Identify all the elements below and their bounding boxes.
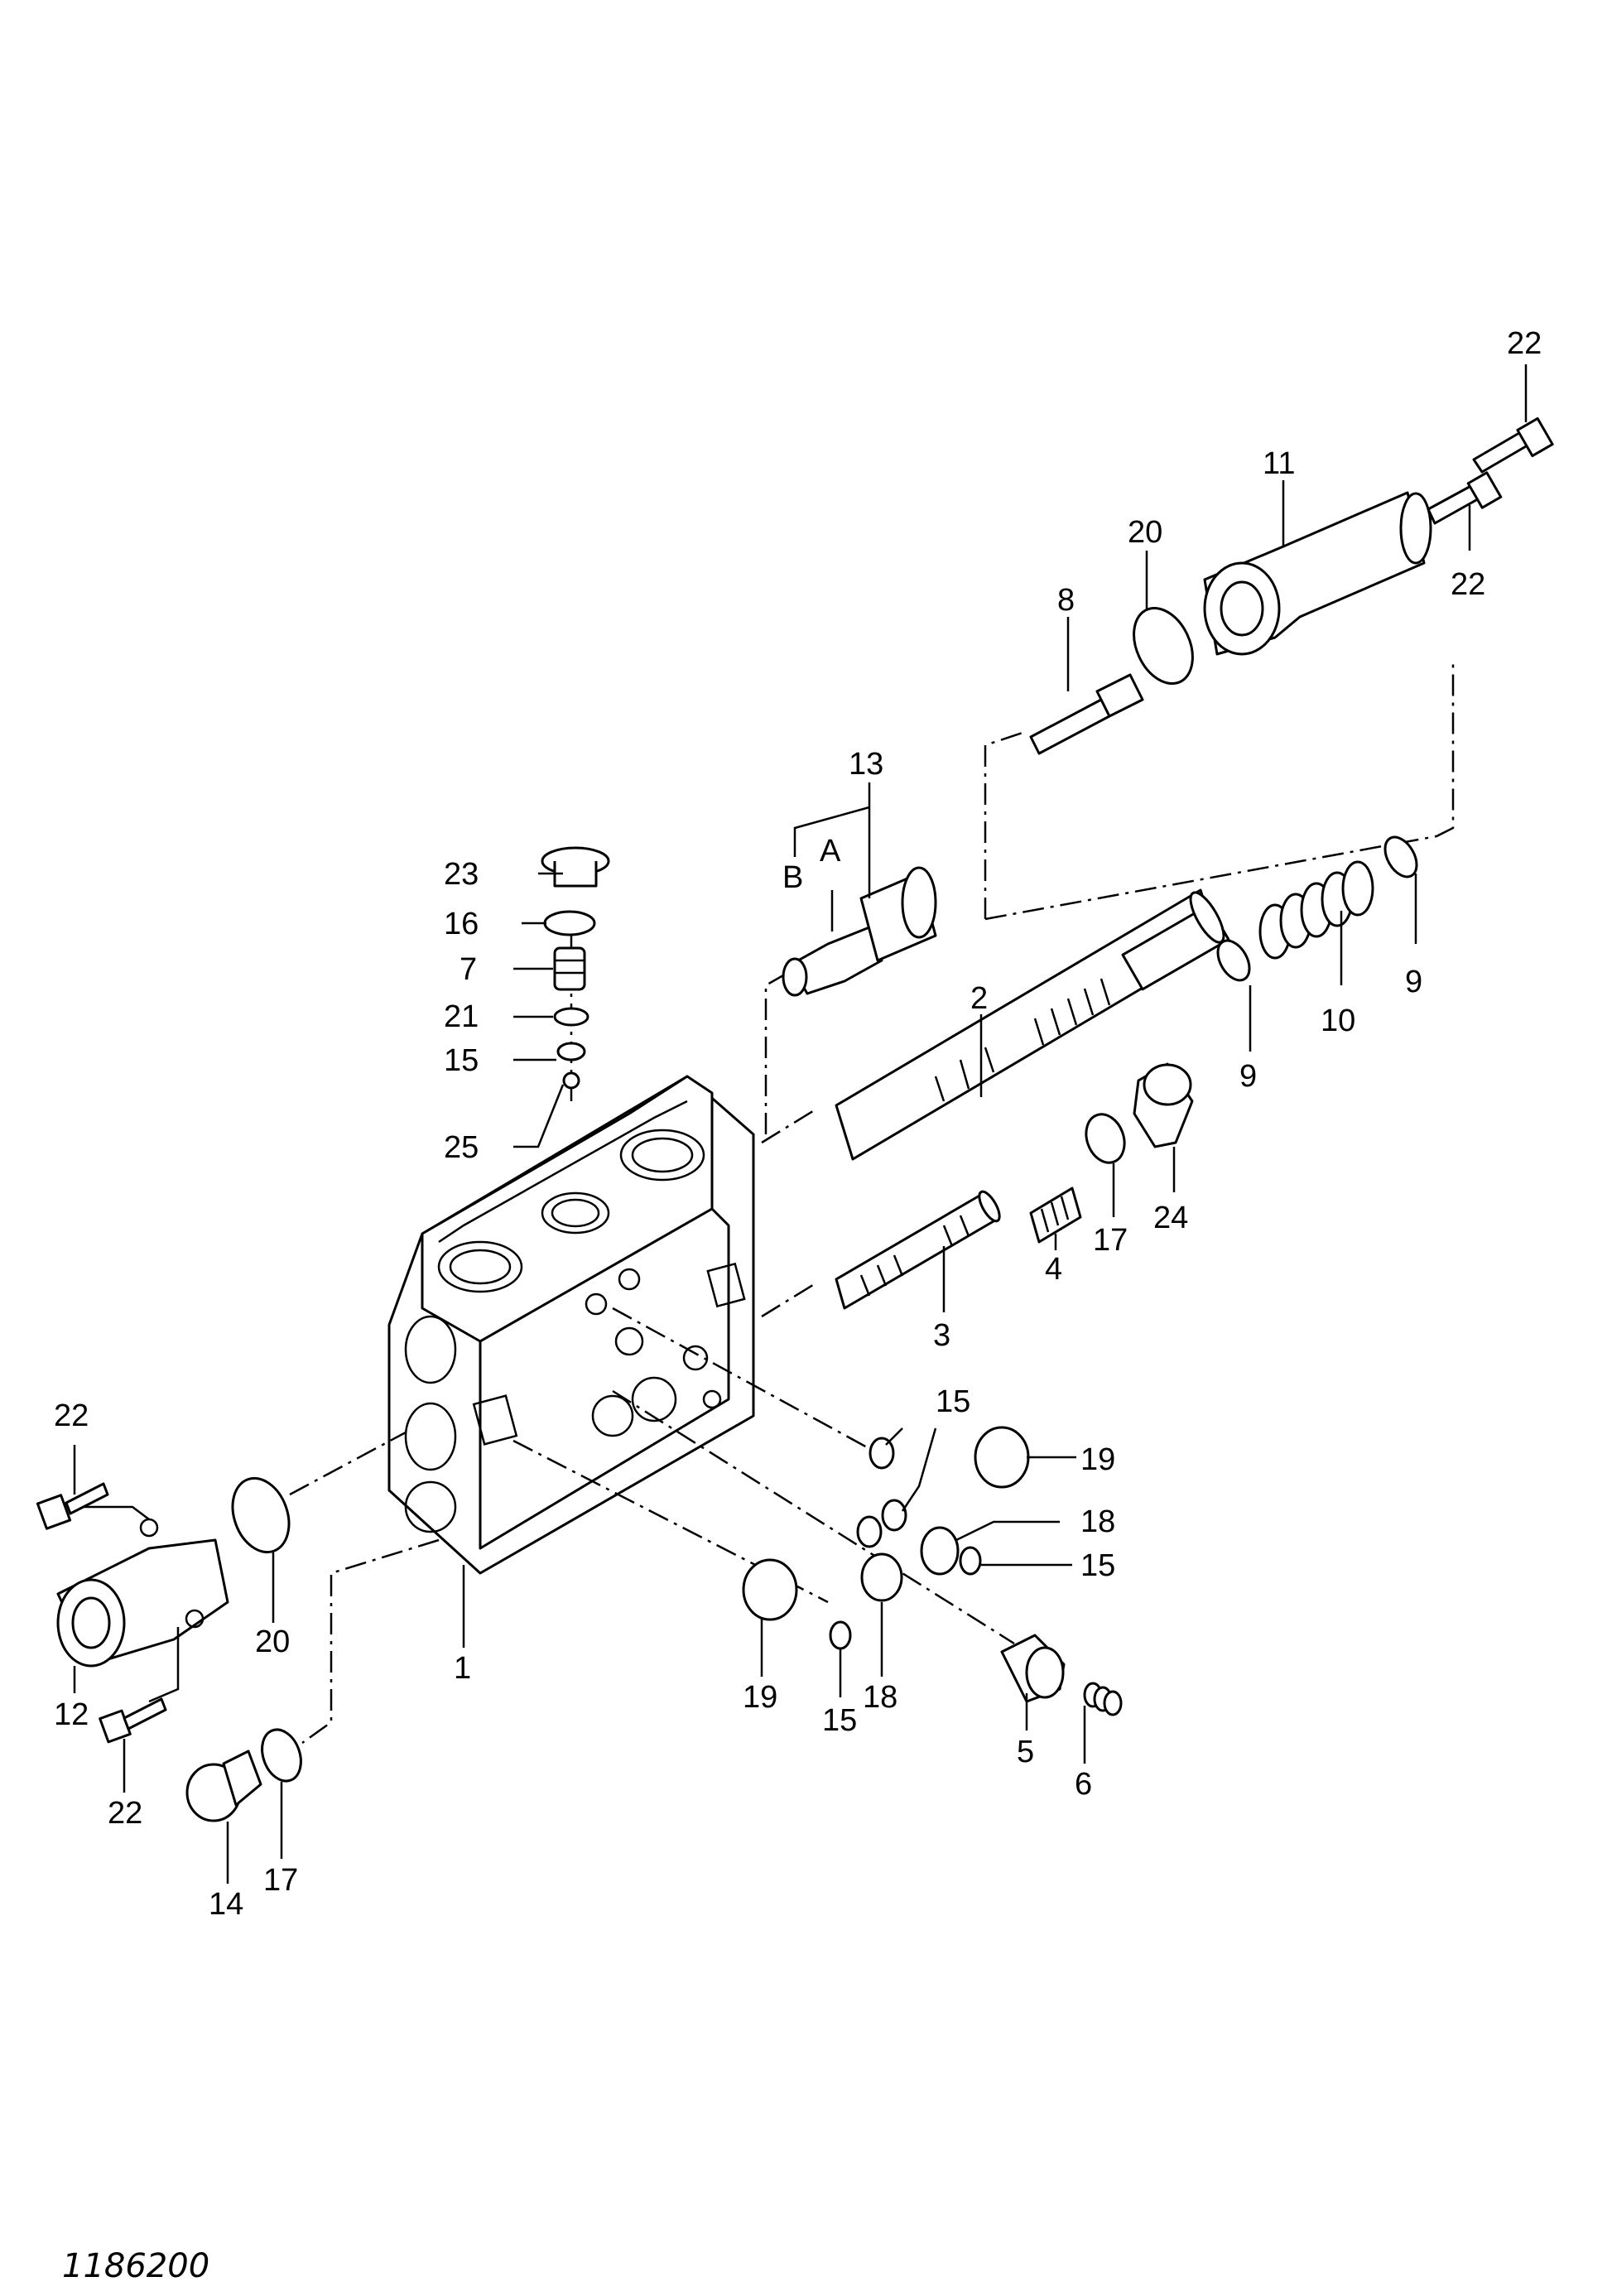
o-ring-20-upper	[1133, 606, 1194, 686]
o-ring-15-mid-b	[881, 1499, 907, 1532]
callout-19-lower: 19	[743, 1680, 777, 1715]
o-ring-15-lower	[829, 1620, 852, 1650]
callout-4: 4	[1045, 1252, 1062, 1287]
o-ring-17-upper	[1085, 1113, 1126, 1164]
callout-12: 12	[54, 1697, 89, 1732]
callout-1: 1	[454, 1651, 471, 1686]
callout-22-right: 22	[1451, 567, 1485, 602]
valve-body	[387, 1075, 755, 1575]
check-valve-7	[553, 946, 586, 991]
o-ring-17-lower	[261, 1728, 302, 1783]
o-ring-18-right	[920, 1526, 960, 1576]
callout-14: 14	[209, 1887, 243, 1922]
callout-9-upper: 9	[1405, 965, 1422, 999]
o-ring-15-right	[959, 1546, 982, 1576]
o-ring-15-mid-c	[856, 1515, 883, 1548]
spring-cap-12	[56, 1518, 229, 1668]
plug-24	[1133, 1062, 1194, 1148]
callout-6: 6	[1075, 1767, 1092, 1802]
callout-10: 10	[1321, 1004, 1355, 1038]
spring-seat-9-upper	[1383, 835, 1418, 878]
callout-5: 5	[1017, 1735, 1034, 1769]
o-ring-16	[543, 910, 596, 936]
callout-22-left-bottom: 22	[108, 1796, 142, 1831]
spring-seat-9-lower	[1216, 939, 1251, 982]
callout-17-lower: 17	[263, 1863, 298, 1898]
cap-12-bolt-axis-lower	[148, 1627, 180, 1703]
callout-21: 21	[444, 999, 479, 1034]
spring-cap-11	[1203, 491, 1432, 656]
callout-25: 25	[444, 1130, 479, 1165]
o-ring-18-lower	[860, 1552, 903, 1602]
o-ring-21	[553, 1007, 589, 1027]
callout-19-right: 19	[1080, 1442, 1115, 1477]
callout-9-lower: 9	[1239, 1059, 1257, 1094]
callout-22-top: 22	[1507, 326, 1542, 361]
callout-13: 13	[849, 747, 883, 782]
callout-7: 7	[460, 952, 477, 987]
socket-bolt-22-left-bottom	[99, 1697, 167, 1744]
o-ring-20-left	[231, 1476, 291, 1554]
callout-15-right: 15	[1080, 1548, 1115, 1583]
socket-bolt-22-mid	[1427, 471, 1503, 525]
callout-a: A	[820, 834, 841, 869]
callout-22-left-top: 22	[54, 1398, 89, 1433]
main-spool	[835, 888, 1230, 1161]
drawing-number: 1186200	[62, 2247, 209, 2285]
spring-10	[1258, 860, 1374, 960]
spring-4	[1029, 1187, 1082, 1244]
o-ring-15-mid-a	[869, 1437, 895, 1470]
assembly-axis-lines	[289, 658, 1455, 1745]
callout-15-upper-mid: 15	[936, 1384, 970, 1419]
callout-11: 11	[1263, 446, 1295, 481]
callout-leaders	[73, 364, 1528, 1884]
callout-23: 23	[444, 857, 479, 892]
socket-bolt-22-top	[1472, 416, 1554, 474]
o-ring-19-lower	[742, 1558, 798, 1621]
callout-17-upper: 17	[1093, 1223, 1128, 1258]
callout-2: 2	[970, 981, 988, 1016]
stopper-bolt-8	[1029, 673, 1144, 755]
callout-15-top: 15	[444, 1043, 479, 1078]
steel-ball-25	[562, 1071, 580, 1090]
plug-14	[185, 1750, 262, 1822]
spring-6	[1083, 1682, 1123, 1716]
callout-labels: 22 11 20 22 8 13 A B 23 16 7 21 15 25 2 …	[54, 326, 1542, 1922]
plug-5	[1000, 1634, 1066, 1703]
sub-spool	[835, 1190, 1001, 1310]
callout-16: 16	[444, 907, 479, 941]
callout-15-lower: 15	[822, 1703, 857, 1738]
callout-20-top: 20	[1128, 515, 1162, 550]
overload-relief-valve-13	[782, 866, 937, 997]
o-ring-19-right	[974, 1426, 1030, 1489]
callout-20-left: 20	[255, 1625, 290, 1659]
o-ring-15-top	[556, 1042, 586, 1061]
callout-18-right: 18	[1080, 1504, 1115, 1539]
callout-18-lower: 18	[863, 1680, 897, 1715]
callout-b: B	[782, 860, 803, 895]
cap-12-bolt-axis	[83, 1505, 150, 1520]
socket-bolt-22-left-top	[36, 1482, 109, 1530]
plug-23	[541, 846, 610, 888]
callout-3: 3	[933, 1318, 950, 1353]
callout-8: 8	[1057, 583, 1075, 618]
callout-24: 24	[1153, 1201, 1188, 1235]
